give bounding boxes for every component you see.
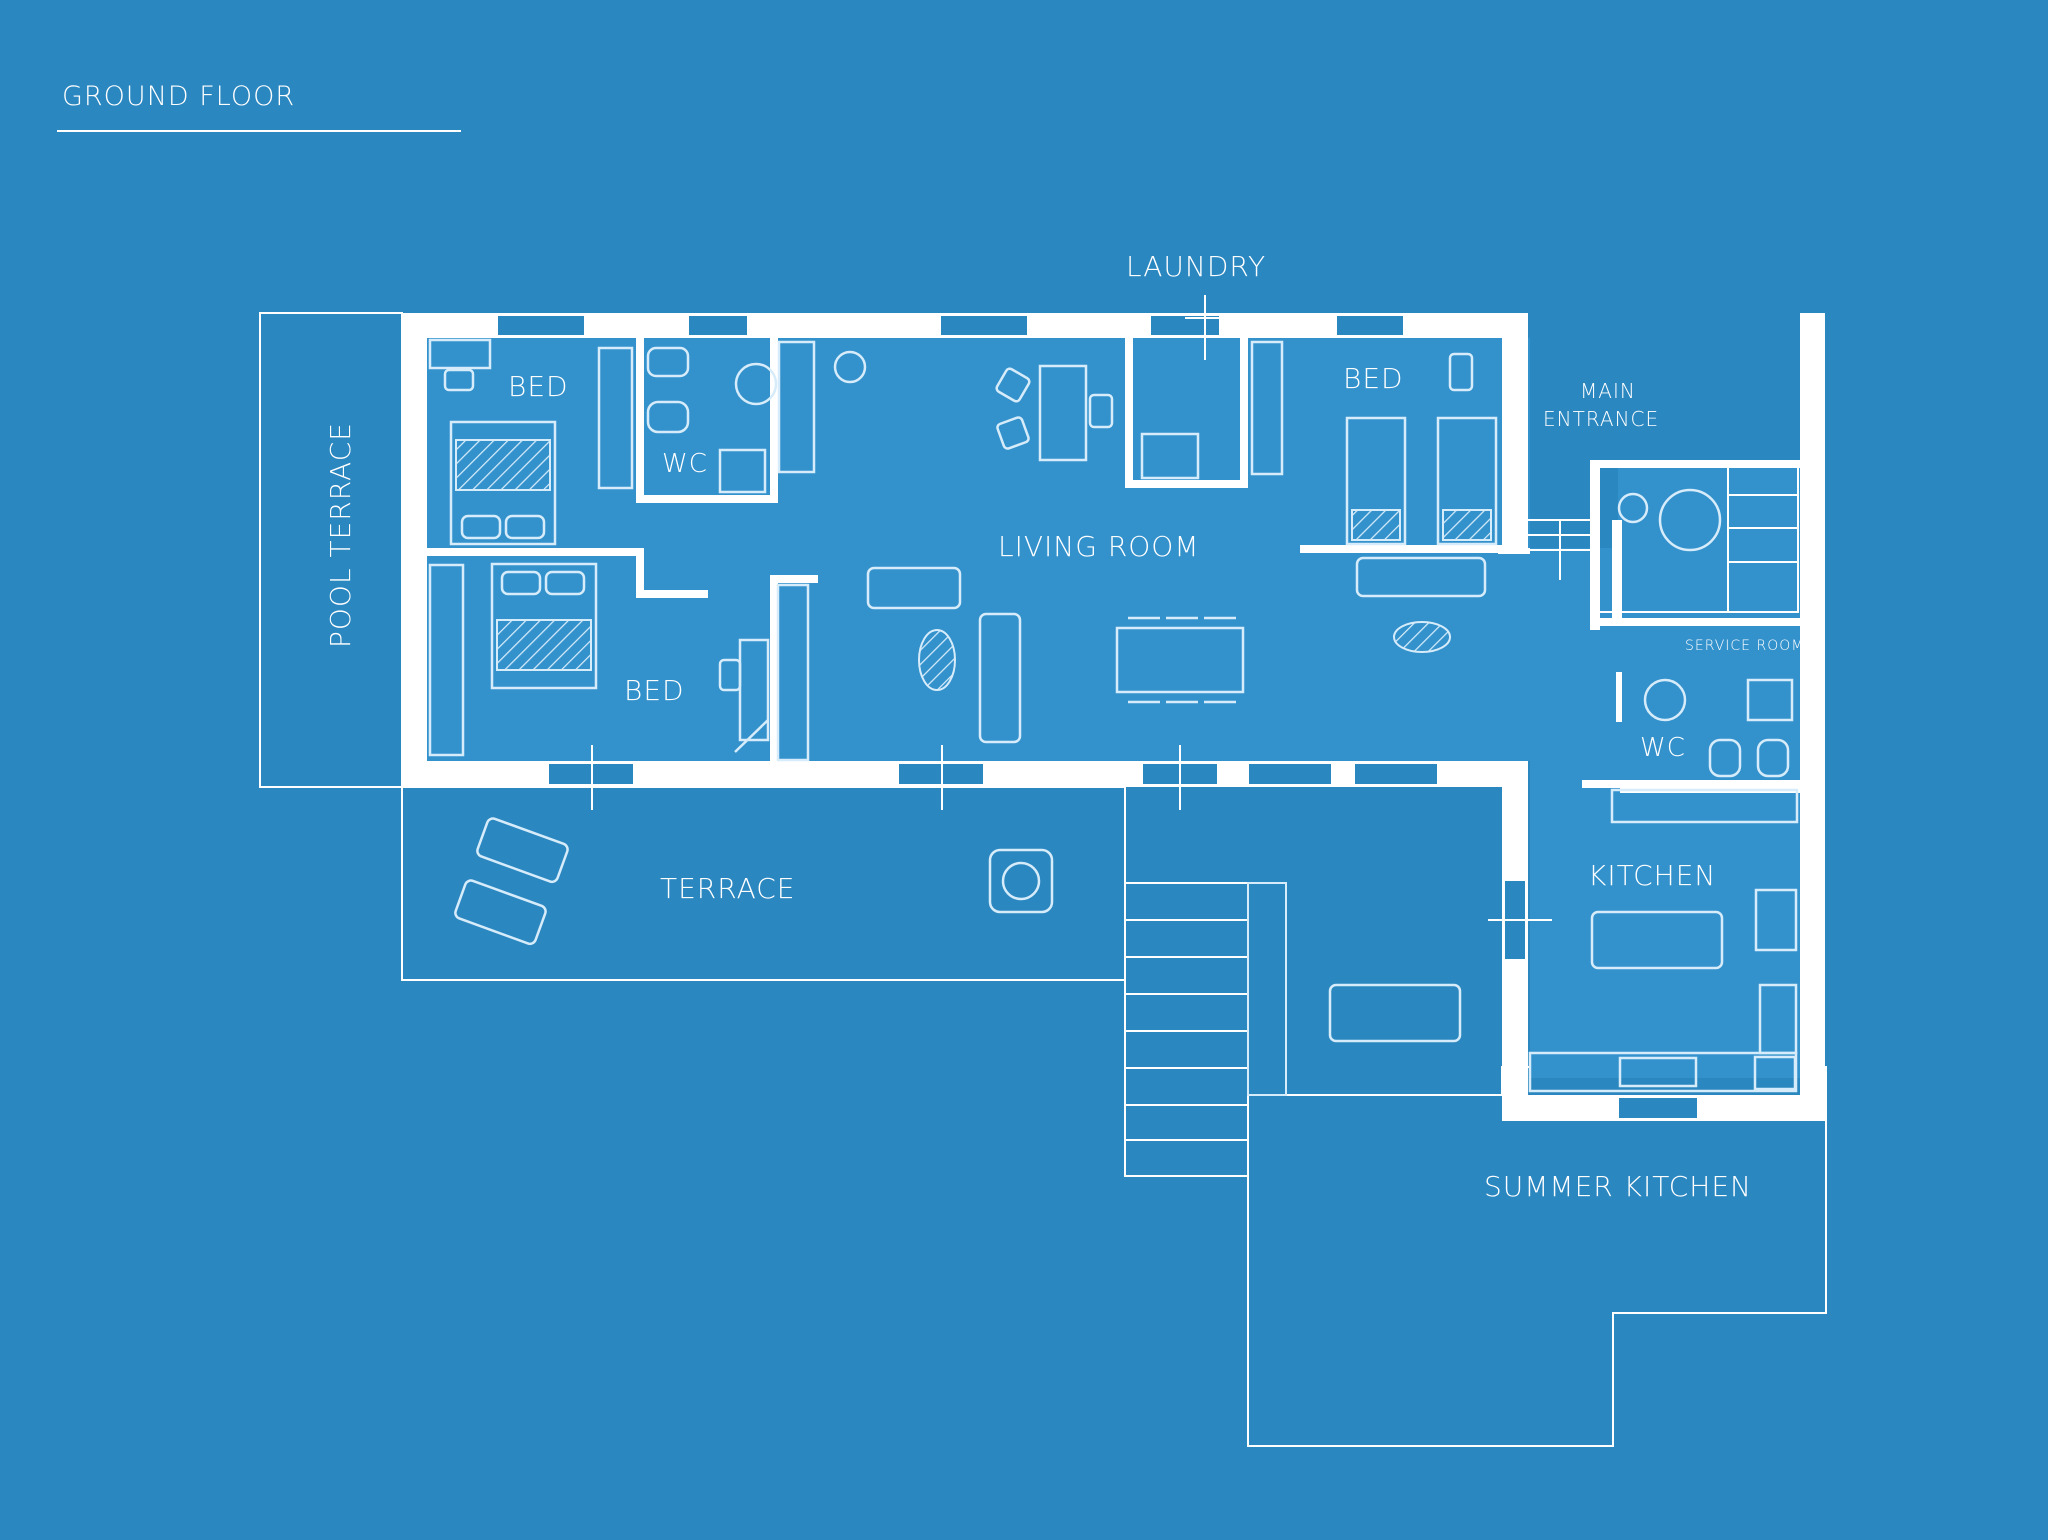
label-main-entrance-2: ENTRANCE [1543,407,1659,431]
shower-2 [1746,678,1794,722]
label-wc-1: WC [662,449,708,479]
label-pool-terrace: POOL TERRACE [324,422,357,648]
label-main-entrance-1: MAIN [1580,379,1636,403]
double-bed-1 [449,420,557,546]
stove [1753,1055,1797,1091]
windows [496,295,1699,1120]
furniture [428,338,1799,1093]
wardrobe-1 [597,346,634,490]
entrance-steps [1528,461,1799,613]
desk-2 [738,638,770,742]
office-desk [1038,364,1088,462]
outdoor-areas [259,312,1827,1447]
label-wc-2: WC [1640,733,1686,763]
label-laundry: LAUNDRY [1126,250,1266,283]
double-bed-2 [490,562,598,690]
label-summer-kitchen: SUMMER KITCHEN [1484,1170,1752,1203]
planter-strip [1247,882,1287,1096]
fridge [1754,888,1798,952]
label-bed-1: BED [508,370,569,403]
cabinet [776,583,810,762]
label-terrace: TERRACE [660,872,795,905]
room-labels: POOL TERRACE BED WC BED LAUNDRY LIVING R… [324,250,1804,1203]
label-bed-2: BED [624,674,685,707]
label-kitchen: KITCHEN [1588,859,1716,892]
label-bed-3: BED [1343,362,1404,395]
coffee-table-2 [1393,621,1451,653]
round-table [988,848,1054,914]
laundry-sink [1140,432,1200,480]
kitchen-table [1590,910,1724,970]
shower-1 [718,448,767,494]
sun-lounger-1 [476,817,569,884]
sofa-3 [1355,556,1487,598]
dining-table [1115,626,1245,694]
toilet-2 [1708,738,1742,778]
sun-lounger-2 [454,879,547,946]
coffee-table-1 [918,629,956,691]
sink-2 [1643,678,1687,722]
twin-bed-2 [1436,416,1498,546]
terrace-stairs [1124,882,1249,1177]
summer-kitchen-area [1247,1066,1827,1447]
sofa-1 [866,566,962,610]
label-service-room: SERVICE ROOM [1685,638,1804,654]
wardrobe-3 [428,563,465,757]
twin-bed-1 [1345,416,1407,546]
wardrobe-4 [1250,340,1284,476]
sofa-2 [978,612,1022,744]
plan-title: GROUND FLOOR [62,81,295,112]
plant-1 [833,350,867,384]
outdoor-dining-table [1328,983,1462,1043]
desk-1 [428,338,492,370]
wardrobe-2 [777,340,816,474]
toilet-1 [646,346,690,378]
kitchen-counter-top [1610,788,1799,824]
label-living-room: LIVING ROOM [998,530,1200,563]
plant-2 [1658,488,1722,552]
